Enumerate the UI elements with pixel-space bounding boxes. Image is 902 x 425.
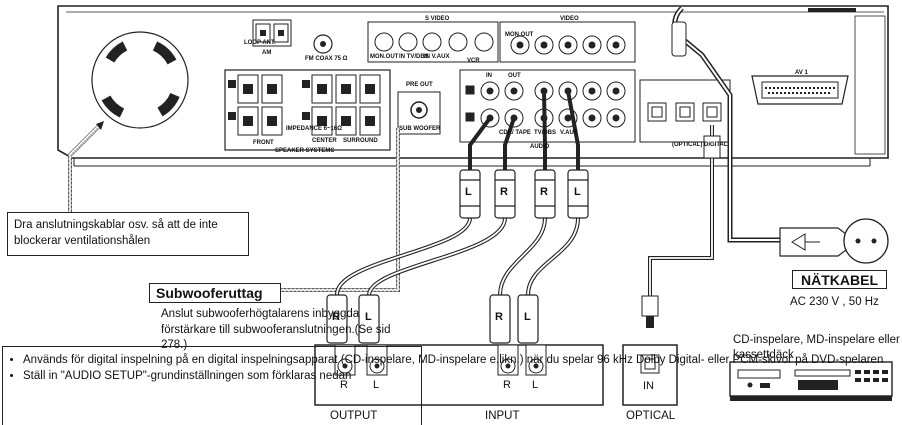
plug-l-label: L [574, 186, 581, 199]
fm-coax-label: FM COAX 75 Ω [305, 56, 347, 63]
am-label: AM [262, 50, 271, 57]
plug-l-label: L [465, 186, 472, 199]
cdr-tape-label: CDR/ TAPE [499, 130, 531, 137]
av1-scart-connector [752, 76, 848, 104]
tvdbs-label: TV/DBS [534, 130, 556, 137]
optical-in-label: IN [643, 380, 654, 393]
optical-digital-label: (OPTICAL) DIGITAL [672, 142, 728, 149]
fm-antenna-jack [314, 35, 332, 53]
ventilation-note: Dra anslutningskablar osv. så att de int… [7, 212, 249, 256]
rca-plugs-upper [460, 170, 588, 218]
front-label: FRONT [253, 140, 274, 147]
center-label: CENTER [312, 138, 337, 145]
device-r-label: R [503, 379, 511, 392]
plug-l-label: L [524, 311, 531, 324]
video-jacks [500, 22, 635, 62]
optical-digital-jacks [640, 80, 730, 142]
recorder-label: CD-inspelare, MD-inspelare eller kassett… [733, 333, 902, 363]
subwoofer-title: Subwooferuttag [149, 283, 281, 303]
in-label: IN [486, 73, 492, 80]
optical-label: OPTICAL [626, 410, 675, 423]
speaker-systems-label: SPEAKER SYSTEMS [275, 148, 334, 155]
av1-label: AV 1 [795, 70, 808, 77]
input-label: INPUT [485, 410, 520, 423]
bullet-item: Används för digital inspelning på en dig… [23, 353, 415, 368]
cd-recorder-icon [730, 362, 892, 401]
video-monout-label: MON.OUT [505, 32, 533, 39]
wall-outlet-icon [844, 219, 888, 263]
impedance-label: IMPEDANCE 6~16Ω [286, 126, 342, 133]
pre-out-label: PRE OUT [406, 82, 433, 89]
plug-r-label: R [500, 186, 508, 199]
s-video-label: S VIDEO [425, 16, 449, 23]
loop-ant-label: LOOP ANT. [244, 40, 276, 47]
sub-woofer-label: SUB WOOFER [399, 126, 440, 133]
in-vaux-label: IN V.AUX [424, 54, 449, 61]
power-cable-label: NÄTKABEL [792, 270, 887, 289]
video-label: VIDEO [560, 16, 579, 23]
vcr-label: VCR [467, 58, 480, 65]
device-l-label: L [532, 379, 538, 392]
digital-recording-notes: Används för digital inspelning på en dig… [2, 346, 422, 425]
plug-r-label: R [540, 186, 548, 199]
bullet-item: Ställ in "AUDIO SETUP"-grundinställninge… [23, 369, 415, 384]
out-label: OUT [508, 73, 521, 80]
plug-r-label: R [495, 311, 503, 324]
monout-label: MON.OUT [370, 54, 398, 61]
surround-label: SURROUND [343, 138, 378, 145]
power-spec: AC 230 V , 50 Hz [790, 296, 879, 309]
audio-label: AUDIO [530, 144, 549, 151]
vaux-label: V.AUX [560, 130, 578, 137]
